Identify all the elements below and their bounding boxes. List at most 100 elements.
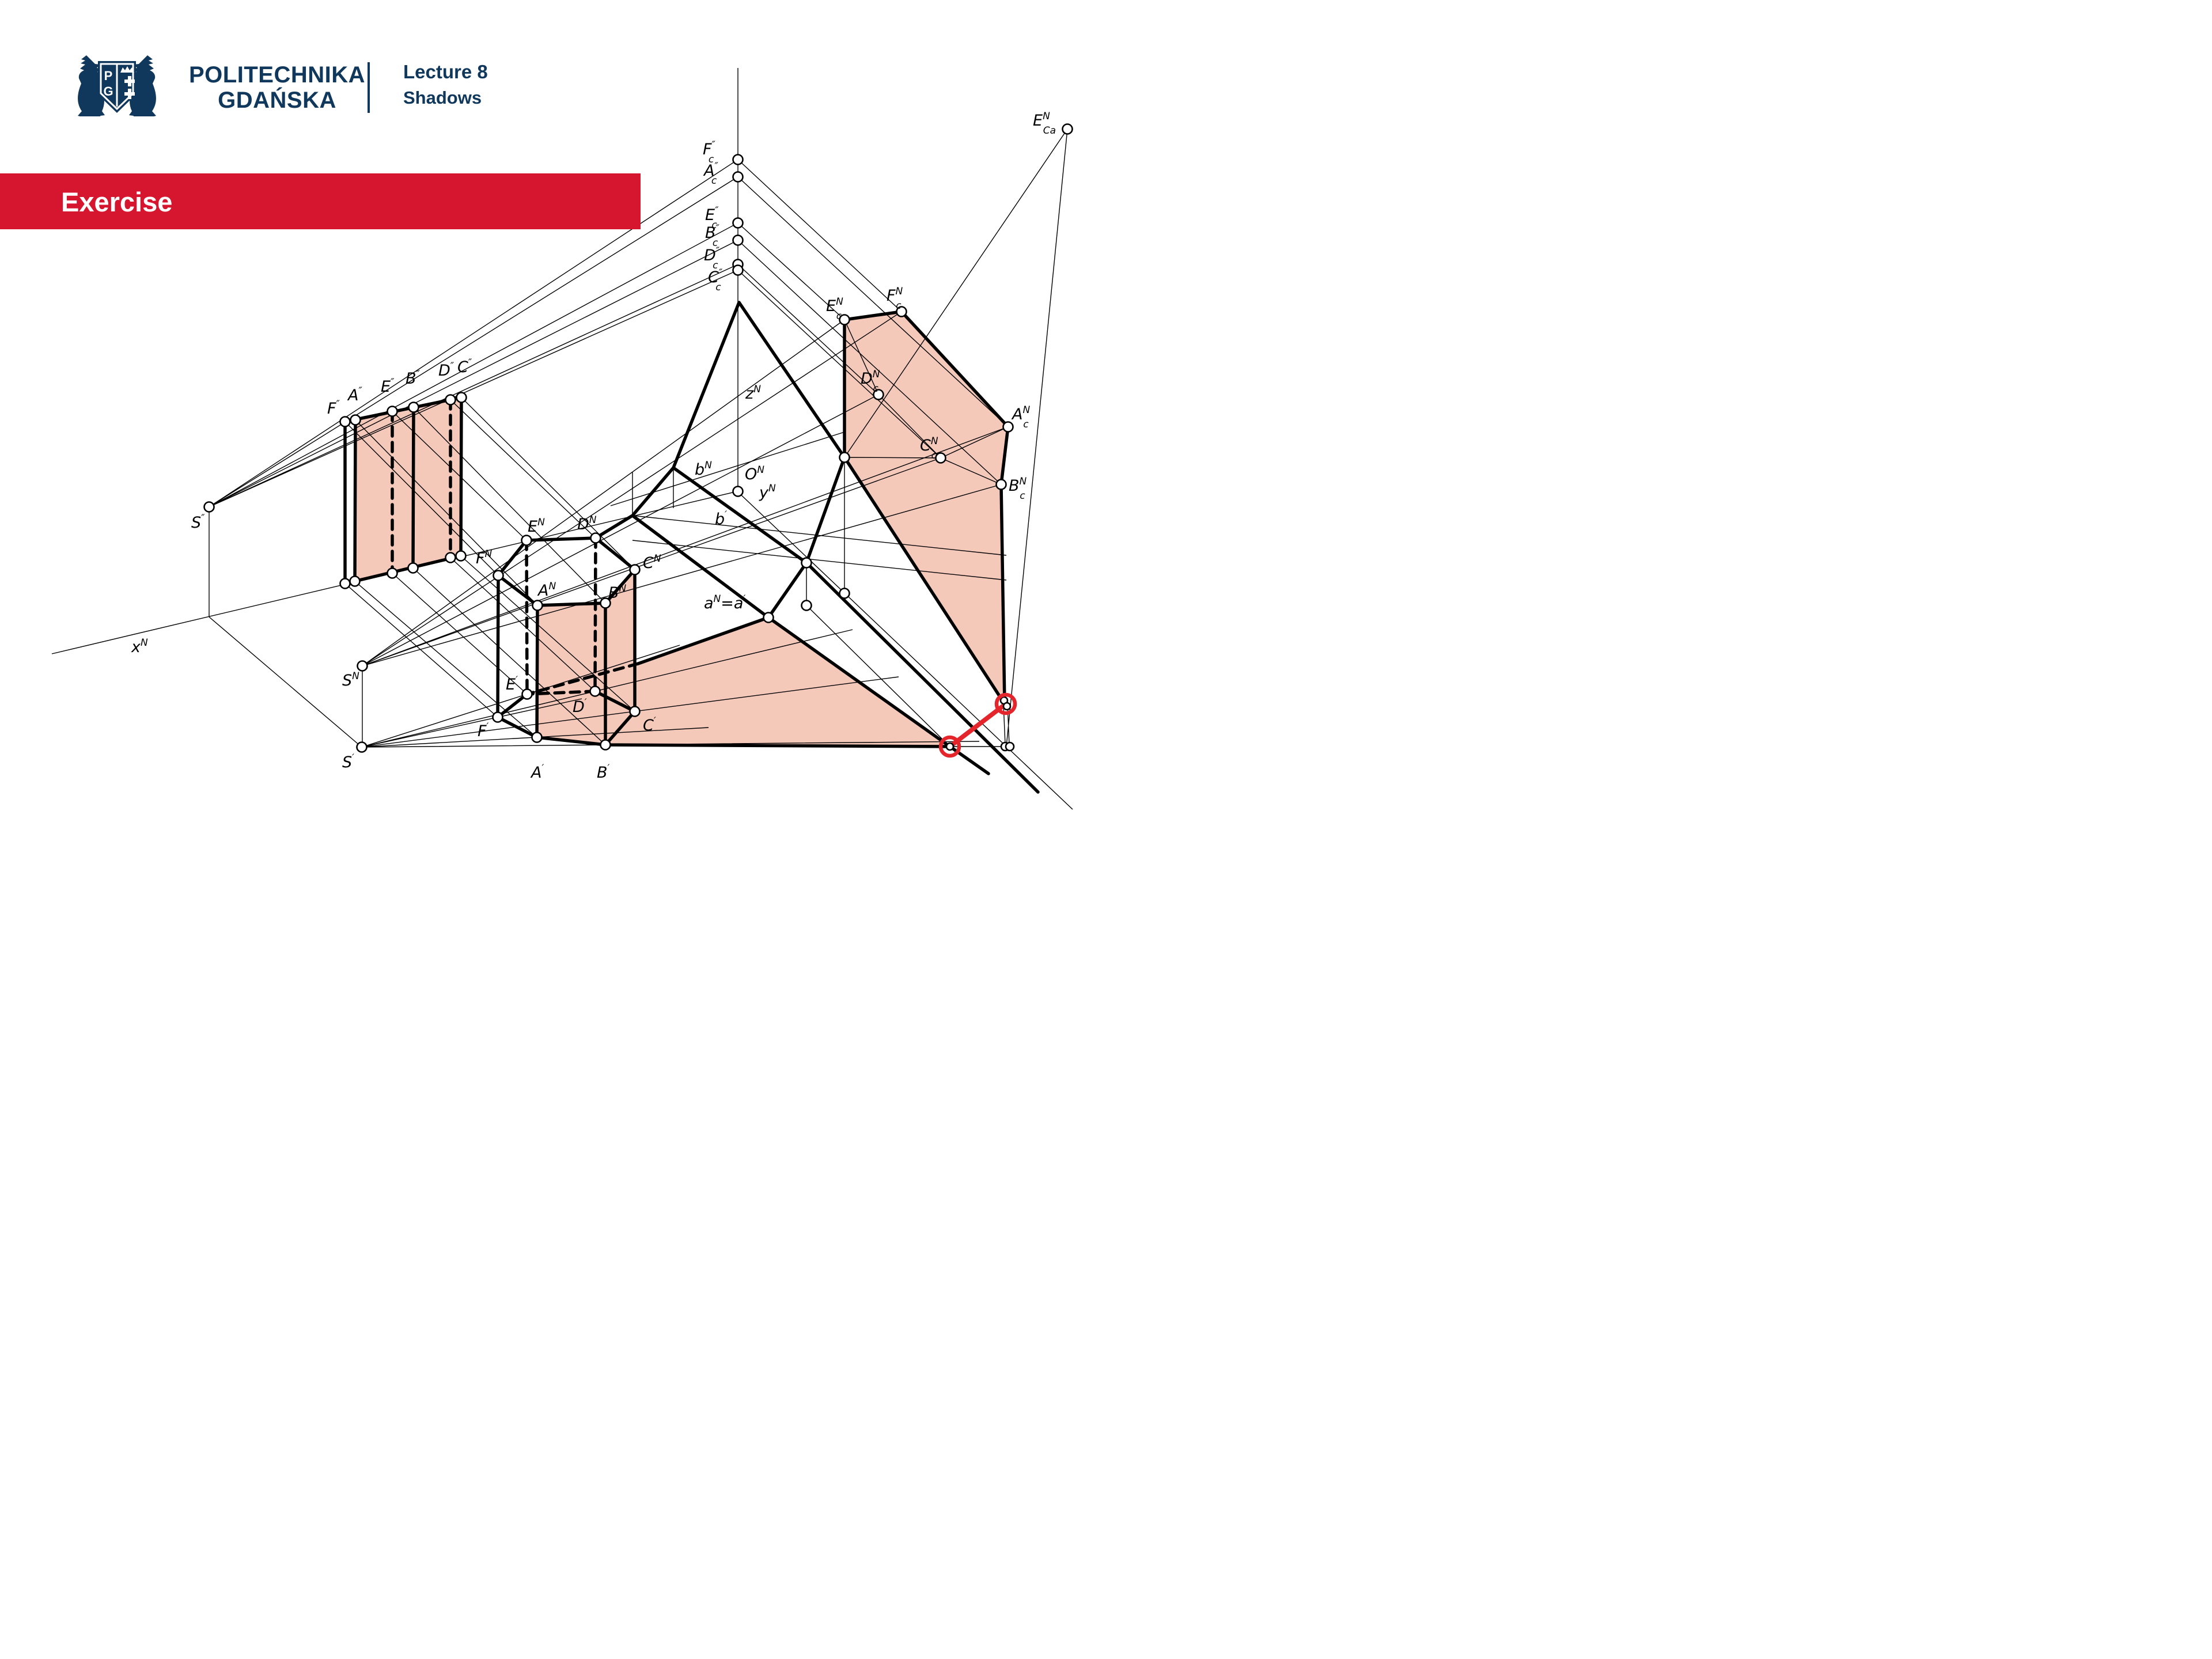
university-name: POLITECHNIKA GDAŃSKA [182,62,372,113]
point [935,452,946,464]
point [590,532,601,544]
label-B-sec-c: B″c [705,223,720,249]
label-C-sec-c: C″c [708,267,723,293]
label-E-sec: E″ [381,377,395,396]
point [732,154,744,165]
label-D-sec-c: D″c [704,245,720,271]
label-D-sec: D″ [438,361,454,380]
point [387,406,398,417]
rays-from-S-axon [362,311,1009,666]
banner-title: Exercise [61,187,173,217]
point [945,742,955,751]
label-A-sec: A″ [347,385,362,404]
header-divider [368,62,370,113]
point [589,685,601,697]
label-b-N: bN [695,460,712,479]
point [732,486,744,497]
point [629,564,641,575]
point [357,660,368,672]
point [873,389,884,400]
hidden-edges-dashed [391,398,640,696]
label-a-eq: aN=a′ [704,593,745,612]
plane-shadow-fill [844,312,1008,704]
label-A-prime: A′ [530,763,544,782]
label-z-N: zN [745,384,761,403]
label-S-prime: S′ [342,752,354,771]
point [521,535,532,546]
shield-border [100,63,134,111]
transfer-lines-top [344,397,635,606]
rays-from-S-wall [209,159,738,507]
point [350,414,361,426]
label-A-sec-c: A″c [703,161,718,187]
label-S-N: SN [342,671,359,690]
highlight-connector-line [948,702,1007,749]
point [995,479,1007,490]
wall-shadow-fill [355,397,461,581]
highlight-ring-upper [994,692,1017,715]
point [456,392,467,403]
construction-points [203,123,1073,753]
point [203,501,215,513]
transfer-lines-bottom [344,555,635,745]
label-C-N: CN [643,553,661,572]
cross-icon [124,76,135,86]
label-D-N: DN [577,514,597,533]
point [521,688,533,700]
label-E-N: EN [528,517,545,536]
point [629,706,641,717]
label-b-prime: b′ [715,509,727,528]
label-F-sec: F″ [327,399,340,418]
point [493,570,504,581]
label-B-prime: B′ [597,763,610,782]
point [732,234,744,246]
rays-wall-to-plane [737,159,1009,485]
point [732,171,744,183]
point [839,588,850,599]
point [531,732,543,743]
label-D-prime: D′ [573,697,587,716]
point [896,306,907,317]
point [407,562,419,574]
label-F-N: FN [476,548,493,567]
point [600,597,611,609]
point [492,711,503,723]
label-B-N: BN [608,583,627,602]
crown-icon [120,66,134,73]
point [1062,123,1073,135]
shadow-fills [355,312,1008,747]
logo-letter-p: P [104,69,113,83]
highlight-ring-lower [938,735,961,758]
label-E-sec-c: E″c [705,205,719,231]
lecture-number: Lecture 8 [403,61,488,82]
point [1005,741,1015,752]
point [349,575,361,587]
point [1002,702,1012,711]
shadow-construction-svg: F″cA″cE″cB″cD″cC″cENCaENcFNcDNcANcCNcBNc… [51,68,1073,810]
label-B-sec: B″ [406,369,421,388]
label-C-prime: C′ [643,715,656,734]
point [356,741,368,753]
point [339,578,351,589]
prism-face-ab-fill [537,603,605,745]
label-F-prime: F′ [478,721,489,740]
wall-shadow-outline [343,396,463,585]
logo-letter-g: G [103,84,113,99]
highlight-rings [938,692,1017,758]
point [408,402,419,413]
label-O-N: ON [745,464,764,483]
label-C-sec: C″ [457,357,472,376]
exercise-banner: Exercise [0,173,641,229]
point [455,550,467,562]
point [732,264,744,276]
slide-header: P G POLITECHNIKA GDAŃSKA Lecture 8 Shado… [0,0,1106,173]
pg-logo: P G [78,55,156,116]
label-E-prime: E′ [506,675,518,694]
point [839,314,850,325]
